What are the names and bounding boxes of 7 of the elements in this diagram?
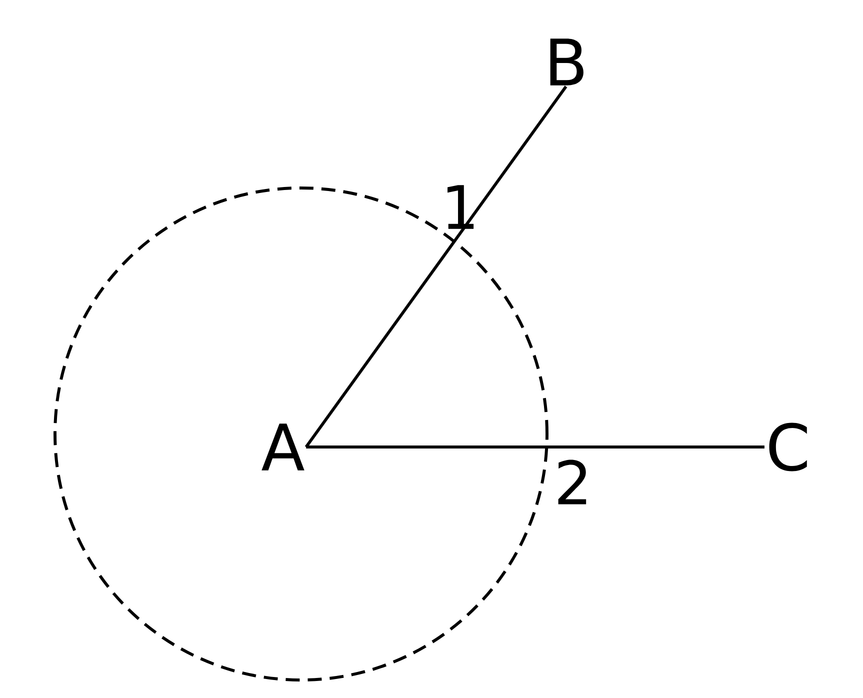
intersection-label: 1 bbox=[448, 185, 474, 229]
point-label: B bbox=[550, 38, 584, 86]
point-label: A bbox=[262, 424, 304, 470]
line-segment bbox=[306, 445, 764, 448]
point-label: C bbox=[769, 422, 807, 472]
line-segment bbox=[304, 86, 568, 448]
intersection-label: 2 bbox=[558, 460, 586, 504]
